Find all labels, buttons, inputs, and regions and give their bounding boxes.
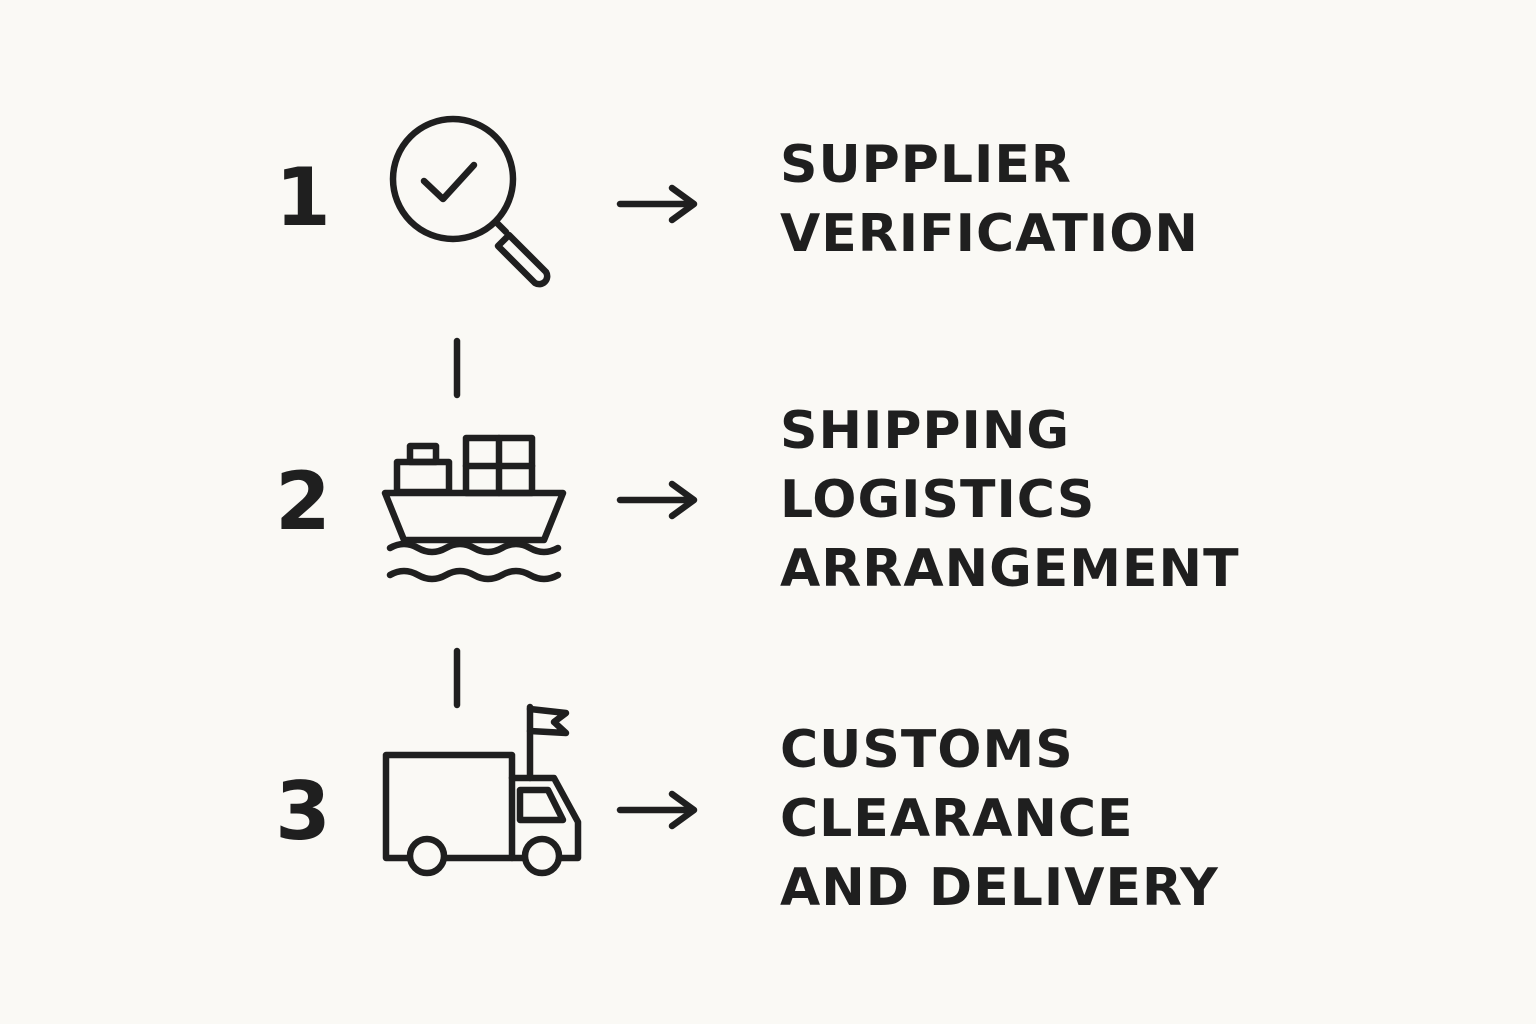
arrow-icon: [616, 790, 698, 830]
arrow-icon: [616, 480, 698, 520]
step-label-1: SUPPLIER VERIFICATION: [780, 131, 1199, 269]
magnifier-check-icon: [389, 115, 551, 288]
step-label-line: AND DELIVERY: [780, 858, 1219, 918]
step-label-line: VERIFICATION: [780, 204, 1199, 264]
step-label-2: SHIPPING LOGISTICS ARRANGEMENT: [780, 397, 1240, 604]
step-number-3: 3: [275, 765, 331, 858]
step-label-line: CUSTOMS: [780, 720, 1074, 780]
step-label-3: CUSTOMS CLEARANCE AND DELIVERY: [780, 716, 1219, 923]
step-number-1: 1: [275, 151, 331, 244]
cargo-ship-icon: [381, 434, 567, 583]
step-label-line: SUPPLIER: [780, 135, 1072, 195]
step-label-line: SHIPPING: [780, 401, 1071, 461]
delivery-truck-flag-icon: [382, 703, 582, 877]
step-label-line: LOGISTICS: [780, 470, 1096, 530]
arrow-icon: [616, 184, 698, 224]
step-label-line: CLEARANCE: [780, 789, 1134, 849]
step-label-line: ARRANGEMENT: [780, 539, 1240, 599]
step-number-2: 2: [275, 455, 331, 548]
